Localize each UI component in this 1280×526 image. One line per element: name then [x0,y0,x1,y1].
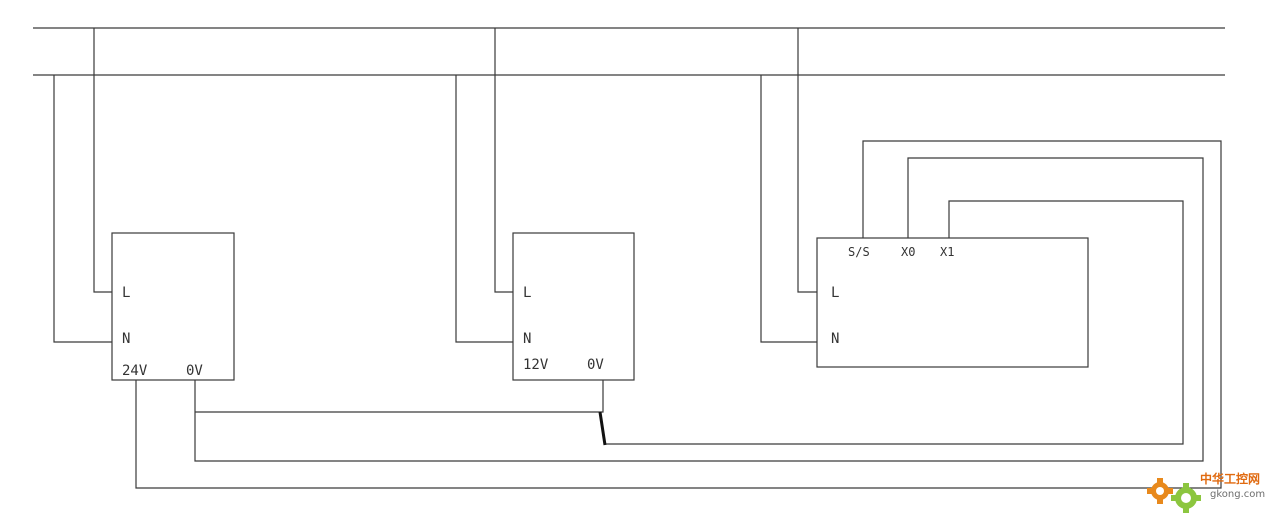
power-supply-12v-box [512,232,635,381]
jumper-mark [598,411,607,446]
wire-l-controller [797,28,817,293]
controller-box [816,237,1089,368]
terminal-0v-label: 0V [587,357,604,373]
watermark: 中华工控网 gkong.com [1147,471,1265,513]
terminal-l-label: L [831,285,839,301]
wire-x0-to-0v [194,157,1204,462]
wire-l-psu12 [494,28,513,293]
gear-green-icon [1171,483,1201,513]
controller: L N S/S X0 X1 [760,28,1089,368]
gear-orange-icon [1147,478,1173,504]
power-supply-24v: L N 24V 0V [53,28,235,381]
wire-l-psu24 [93,28,112,293]
wire-n-controller [760,75,817,343]
watermark-url: gkong.com [1210,489,1265,500]
wire-x1-to-12v-0v [605,200,1184,445]
terminal-n-label: N [831,331,839,347]
terminal-24v-label: 24V [122,363,148,379]
terminal-ss-label: S/S [848,245,870,259]
terminal-n-label: N [523,331,531,347]
wire-n-psu24 [53,75,112,343]
wire-0v-link [195,380,604,413]
terminal-x0-label: X0 [901,245,915,259]
terminal-x1-label: X1 [940,245,954,259]
watermark-text: 中华工控网 [1200,471,1260,486]
terminal-l-label: L [523,285,531,301]
power-supply-12v: L N 12V 0V [455,28,635,381]
terminal-0v-label: 0V [186,363,203,379]
terminal-12v-label: 12V [523,357,549,373]
wire-ss-to-24v [135,140,1222,489]
terminal-n-label: N [122,331,130,347]
power-supply-24v-box [111,232,235,381]
terminal-l-label: L [122,285,130,301]
wire-n-psu12 [455,75,513,343]
